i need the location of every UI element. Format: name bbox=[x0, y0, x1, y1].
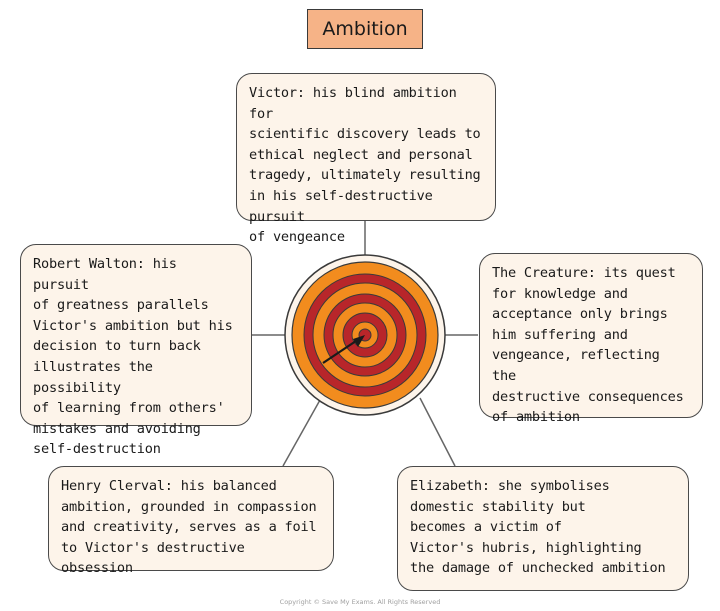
card-line: becomes a victim of bbox=[410, 519, 562, 536]
card-line: and creativity, serves as a foil bbox=[61, 519, 317, 536]
card-line: Henry Clerval: his balanced bbox=[61, 478, 277, 494]
card-line: ambition, grounded in compassion bbox=[61, 498, 317, 515]
card-creature: The Creature: its quest for knowledge an… bbox=[479, 253, 703, 425]
card-line: The Creature: its quest bbox=[492, 265, 676, 281]
card-clerval: Henry Clerval: his balanced ambition, gr… bbox=[48, 466, 334, 576]
card-line: Victor's hubris, highlighting bbox=[410, 539, 642, 556]
card-line: mistakes and avoiding bbox=[33, 420, 201, 437]
card-line: of vengeance bbox=[249, 229, 345, 246]
card-line: scientific discovery leads to bbox=[249, 126, 481, 143]
card-walton: Robert Walton: his pursuit of greatness … bbox=[20, 244, 252, 457]
target-icon bbox=[284, 254, 446, 416]
card-line: self-destruction bbox=[33, 441, 161, 458]
card-line: Robert Walton: his pursuit bbox=[33, 256, 177, 293]
connector-elizabeth bbox=[419, 397, 456, 467]
card-line: decision to turn back bbox=[33, 338, 201, 355]
card-line: domestic stability but bbox=[410, 498, 586, 515]
card-line: of ambition bbox=[492, 409, 580, 426]
card-line: of greatness parallels bbox=[33, 297, 209, 314]
card-line: ethical neglect and personal bbox=[249, 146, 473, 163]
card-line: illustrates the possibility bbox=[33, 358, 153, 396]
card-elizabeth: Elizabeth: she symbolises domestic stabi… bbox=[397, 466, 689, 591]
card-line: for knowledge and bbox=[492, 285, 628, 302]
card-line: tragedy, ultimately resulting bbox=[249, 167, 481, 184]
card-line: Elizabeth: she symbolises bbox=[410, 478, 610, 494]
arrow-icon bbox=[322, 335, 365, 364]
card-line: Victor's ambition but his bbox=[33, 317, 233, 334]
card-line: destructive consequences bbox=[492, 388, 684, 405]
copyright-notice: Copyright © Save My Exams. All Rights Re… bbox=[279, 598, 441, 606]
card-line: to Victor's destructive obsession bbox=[61, 539, 245, 577]
card-line: of learning from others' bbox=[33, 400, 225, 417]
card-line: acceptance only brings bbox=[492, 306, 668, 323]
diagram-title: Ambition bbox=[307, 9, 423, 49]
card-line: the damage of unchecked ambition bbox=[410, 560, 666, 577]
card-line: him suffering and bbox=[492, 326, 628, 343]
card-line: Victor: his blind ambition for bbox=[249, 85, 457, 122]
card-victor: Victor: his blind ambition for scientifi… bbox=[236, 73, 496, 245]
card-line: vengeance, reflecting the bbox=[492, 347, 660, 384]
connector-clerval bbox=[282, 399, 321, 467]
card-line: in his self-destructive pursuit bbox=[249, 187, 433, 225]
